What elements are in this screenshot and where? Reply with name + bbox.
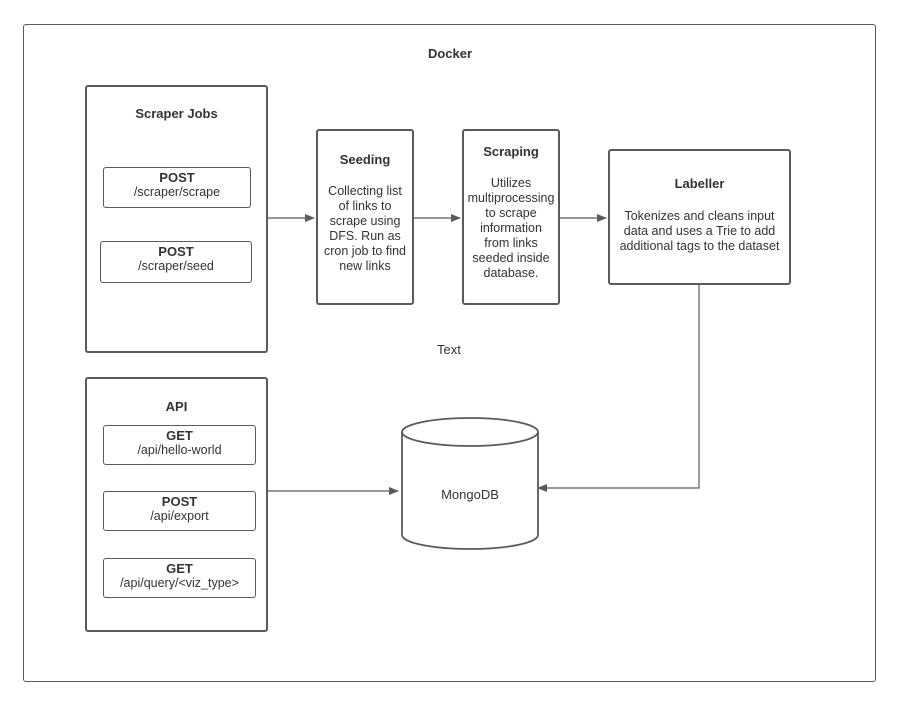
scraper-jobs-group — [85, 85, 268, 353]
seeding-line: of links to — [338, 199, 392, 213]
floating-text-label: Text — [437, 342, 461, 357]
docker-title: Docker — [427, 46, 473, 61]
seeding-line: DFS. Run as — [329, 229, 401, 243]
endpoint-method: POST — [159, 170, 195, 185]
seeding-title: Seeding — [339, 152, 391, 167]
endpoint-method: GET — [166, 428, 193, 443]
scraping-line: Utilizes — [490, 176, 532, 190]
endpoint-path: /scraper/scrape — [133, 185, 221, 199]
endpoint-method: POST — [161, 494, 198, 509]
endpoint-path: /api/query/<viz_type> — [120, 576, 239, 590]
scraping-description: Utilizes multiprocessing to scrape infor… — [458, 176, 564, 281]
endpoint-path: /scraper/seed — [138, 259, 214, 273]
endpoint-post-scraper-seed: POST /scraper/seed — [100, 241, 252, 283]
scraping-line: seeded inside — [472, 251, 550, 265]
scraping-line: information — [480, 221, 542, 235]
endpoint-method: POST — [158, 244, 194, 259]
scraping-line: to scrape — [485, 206, 537, 220]
seeding-line: scrape using — [329, 214, 401, 228]
labeller-title: Labeller — [674, 176, 725, 191]
endpoint-path: /api/export — [150, 509, 209, 523]
scraping-title: Scraping — [483, 144, 539, 159]
seeding-description: Collecting list of links to scrape using… — [316, 184, 414, 274]
labeller-box — [608, 149, 791, 285]
arrow-labeller-to-mongodb — [537, 285, 700, 492]
scraper-jobs-title: Scraper Jobs — [135, 106, 218, 121]
api-title: API — [165, 399, 188, 414]
scraping-box — [462, 129, 560, 305]
mongodb-database-icon — [401, 417, 539, 550]
endpoint-post-api-export: POST /api/export — [103, 491, 256, 531]
labeller-line: additional tags to the dataset — [619, 239, 780, 253]
seeding-line: Collecting list — [328, 184, 402, 198]
labeller-description: Tokenizes and cleans input data and uses… — [608, 209, 791, 254]
seeding-line: new links — [339, 259, 391, 273]
scraping-line: multiprocessing — [467, 191, 555, 205]
endpoint-path: /api/hello-world — [137, 443, 222, 457]
endpoint-get-api-query: GET /api/query/<viz_type> — [103, 558, 256, 598]
endpoint-method: GET — [166, 561, 193, 576]
seeding-box — [316, 129, 414, 305]
seeding-line: cron job to find — [324, 244, 406, 258]
scraping-line: database. — [483, 266, 539, 280]
labeller-line: data and uses a Trie to add — [623, 224, 776, 238]
endpoint-get-api-hello-world: GET /api/hello-world — [103, 425, 256, 465]
mongodb-label: MongoDB — [441, 487, 499, 502]
labeller-line: Tokenizes and cleans input — [624, 209, 775, 223]
scraping-line: from links — [484, 236, 538, 250]
endpoint-post-scraper-scrape: POST /scraper/scrape — [103, 167, 251, 208]
